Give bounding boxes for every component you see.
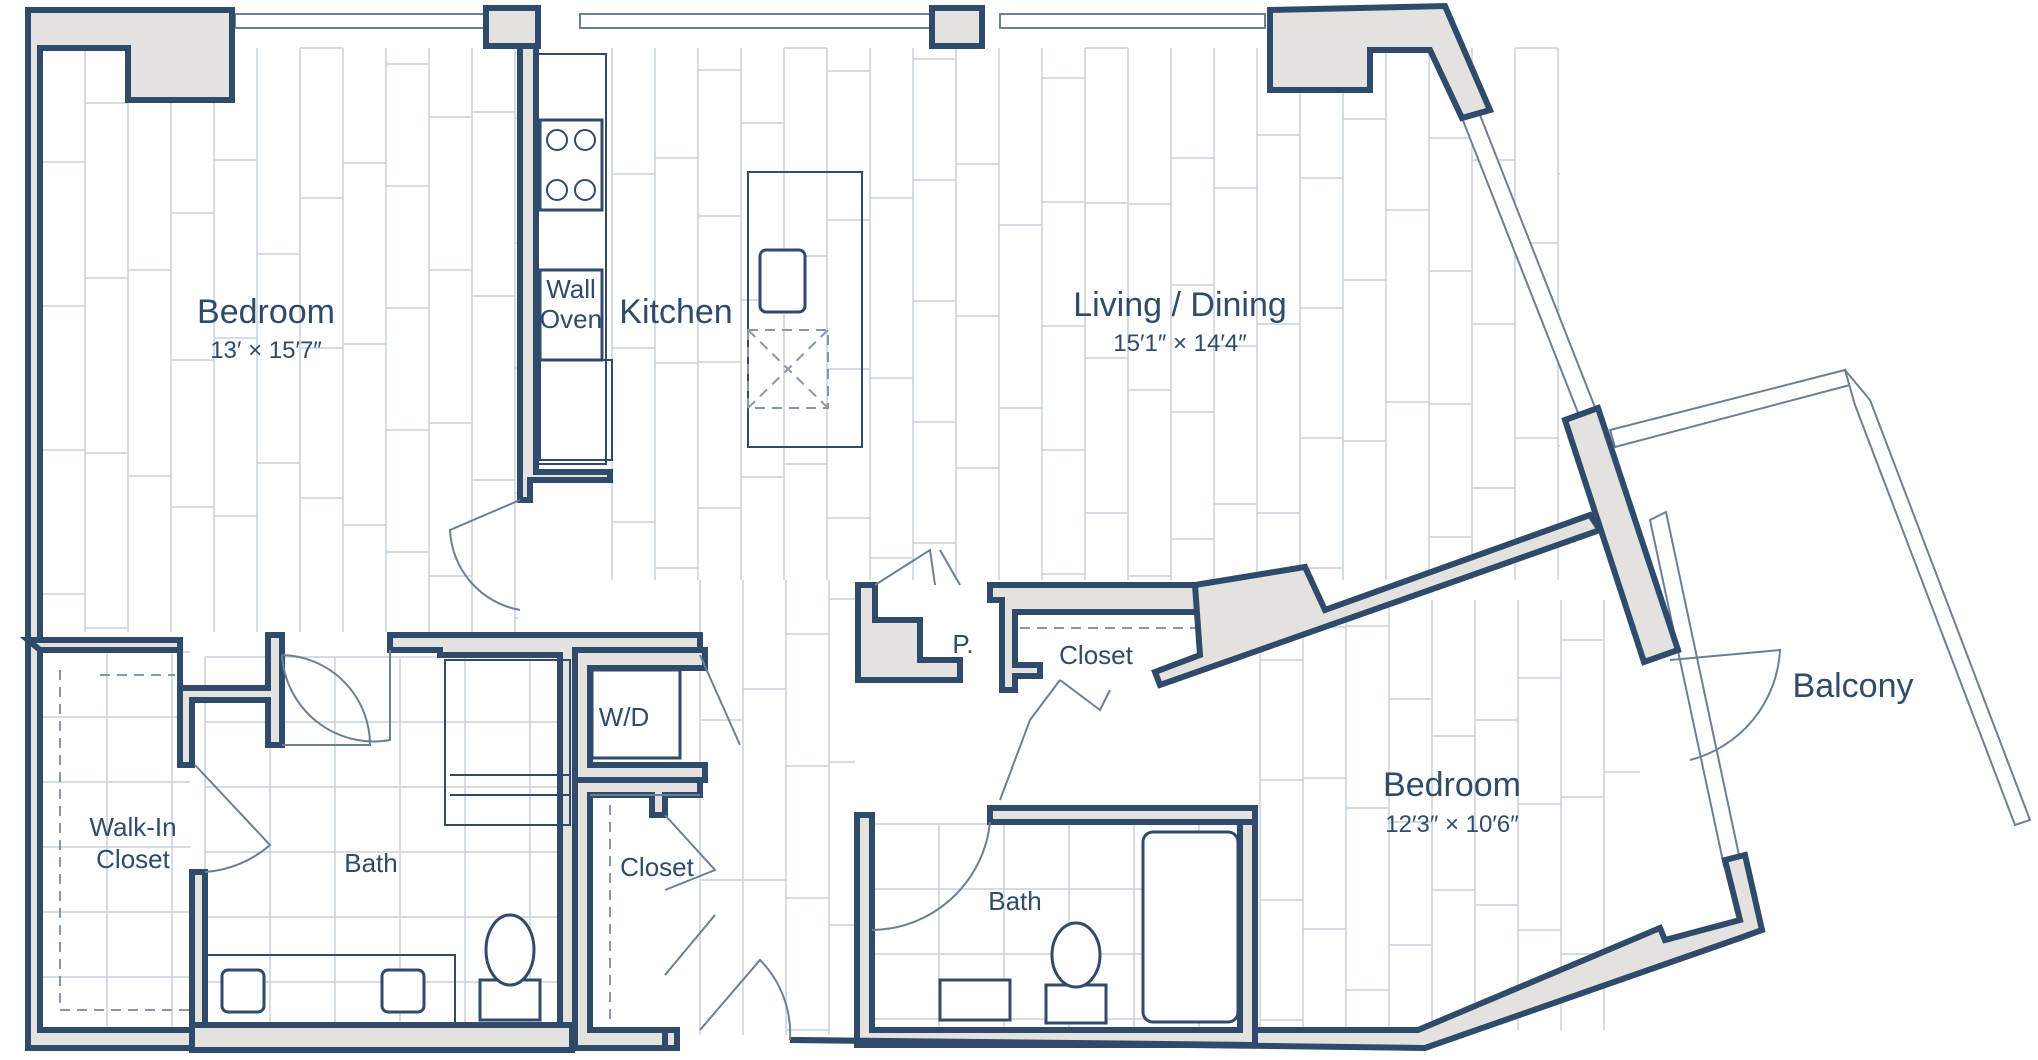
washer-dryer-label: W/D <box>599 702 650 732</box>
walls <box>19 2 1766 1053</box>
room-labels: Bedroom 13′ × 15′7″ Wall Oven Kitchen Li… <box>89 274 1913 916</box>
refrigerator-icon <box>539 359 613 461</box>
bedroom-1-dimensions: 13′ × 15′7″ <box>210 337 322 364</box>
sink-icon <box>938 978 1012 1022</box>
bedroom-1-name: Bedroom <box>197 293 335 331</box>
sink-icon <box>220 968 266 1014</box>
bath-2-fixtures <box>938 830 1240 1025</box>
bedroom-closet-name: Closet <box>1059 640 1133 670</box>
windows <box>234 13 2032 868</box>
bathtub-icon <box>1141 830 1240 1024</box>
toilet-tank-icon <box>1044 983 1108 1025</box>
cooktop-icon <box>538 118 604 212</box>
wall-oven-icon <box>538 268 604 362</box>
living-dining-name: Living / Dining <box>1073 286 1287 324</box>
sink-icon <box>380 968 426 1014</box>
bath-2-name: Bath <box>988 886 1042 916</box>
floor-planks <box>41 47 1640 1035</box>
kitchen-island <box>747 171 863 448</box>
pantry-label: P. <box>952 629 973 659</box>
hall-closet-name: Closet <box>620 852 694 882</box>
kitchen-name: Kitchen <box>619 293 732 331</box>
toilet-tank-icon <box>478 978 542 1022</box>
toilet-icon <box>1050 921 1102 989</box>
kitchen-counter <box>535 53 613 465</box>
walk-in-closet-label-line-2: Closet <box>96 844 170 874</box>
balcony-name: Balcony <box>1793 667 1914 705</box>
bedroom-2-name: Bedroom <box>1383 766 1521 804</box>
bath-1-name: Bath <box>344 848 398 878</box>
closet-shelves <box>59 627 1195 1020</box>
sink-icon <box>758 248 807 314</box>
washer-dryer <box>590 668 682 760</box>
walk-in-closet-label-line-1: Walk-In <box>89 812 176 842</box>
door-swings <box>194 499 1782 1041</box>
wall-oven-label-line-2: Oven <box>540 304 602 334</box>
toilet-icon <box>484 913 536 987</box>
shower-icon <box>444 659 571 826</box>
living-dining-dimensions: 15′1″ × 14′4″ <box>1113 330 1247 357</box>
washer-dryer-icon <box>590 668 682 760</box>
bedroom-2-dimensions: 12′3″ × 10′6″ <box>1385 811 1519 838</box>
wall-oven-label-line-1: Wall <box>546 274 596 304</box>
bath-1-fixtures <box>204 659 571 1026</box>
